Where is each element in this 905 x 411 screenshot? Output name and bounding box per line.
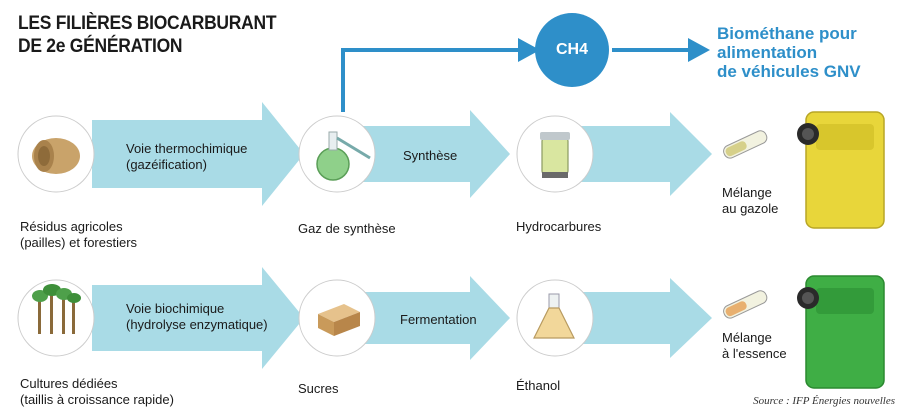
row2-blend-line-1: Mélange: [722, 330, 772, 345]
title-line-1: LES FILIÈRES BIOCARBURANT: [18, 13, 277, 34]
hydrocarbon-jar-icon: [540, 132, 570, 178]
row1-step2-label: Synthèse: [403, 148, 458, 163]
row1-product-label: Hydrocarbures: [516, 219, 602, 234]
source-note: Source : IFP Énergies nouvelles: [753, 395, 895, 407]
biomethane-line-1: Biométhane pour: [717, 24, 857, 43]
row2-step2-label: Fermentation: [400, 312, 477, 327]
connector-arrowhead-1: [518, 38, 540, 62]
connector-arrowhead-2: [688, 38, 710, 62]
arrow-row1-step3: [580, 112, 712, 196]
ch4-connector: [341, 48, 690, 112]
row2-blend-label: Mélange à l'essence: [722, 330, 787, 362]
test-tube-icon-row2: [723, 290, 768, 319]
biomethane-line-2: alimentation: [717, 43, 818, 62]
sugar-block-icon: [318, 304, 360, 336]
row2-step1-line-2: (hydrolyse enzymatique): [126, 317, 268, 332]
ethanol-flask-icon: [533, 293, 575, 339]
row1-intermediate-label: Gaz de synthèse: [298, 221, 396, 236]
row1-step1-line-2: (gazéification): [126, 157, 207, 172]
row2-product-label: Éthanol: [516, 378, 561, 393]
arrow-row2-step2: [360, 276, 510, 360]
row1-source-line-2: (pailles) et forestiers: [20, 235, 138, 250]
page-title: LES FILIÈRES BIOCARBURANT DE 2e GÉNÉRATI…: [18, 12, 277, 58]
row1-source-label: Résidus agricoles (pailles) et forestier…: [20, 219, 137, 251]
row2-source-line-1: Cultures dédiées: [20, 376, 118, 391]
trees-icon: [32, 284, 81, 334]
row2-step1-label: Voie biochimique (hydrolyse enzymatique): [126, 301, 268, 333]
jerrycan-icon-green: [797, 275, 885, 389]
straw-bale-icon: [32, 138, 80, 174]
ch4-label: CH4: [555, 41, 588, 58]
arrow-row1-step2: [360, 110, 510, 198]
gas-flask-icon: [316, 131, 371, 181]
row2-source-line-2: (taillis à croissance rapide): [20, 392, 174, 407]
title-line-2: DE 2e GÉNÉRATION: [18, 36, 183, 57]
row1-source-line-1: Résidus agricoles: [20, 219, 123, 234]
row1-blend-label: Mélange au gazole: [722, 185, 778, 217]
test-tube-icon-row1: [723, 130, 768, 159]
row1-step1-line-1: Voie thermochimique: [126, 141, 248, 156]
ch4-circle: [535, 13, 609, 87]
row1-step1-label: Voie thermochimique (gazéification): [126, 141, 247, 173]
arrow-row2-step3: [580, 278, 712, 358]
arrow-row1-step1: [92, 102, 304, 206]
row2-step1-line-1: Voie biochimique: [126, 301, 225, 316]
arrow-row2-step1: [92, 267, 304, 369]
row2-source-label: Cultures dédiées (taillis à croissance r…: [20, 376, 174, 408]
row1-blend-line-2: au gazole: [722, 201, 779, 216]
biomethane-line-3: de véhicules GNV: [717, 62, 861, 81]
row2-intermediate-label: Sucres: [298, 381, 339, 396]
row2-blend-line-2: à l'essence: [722, 346, 787, 361]
jerrycan-icon-yellow: [797, 111, 885, 229]
biomethane-label: Biométhane pour alimentation de véhicule…: [717, 24, 861, 81]
row1-blend-line-1: Mélange: [722, 185, 772, 200]
